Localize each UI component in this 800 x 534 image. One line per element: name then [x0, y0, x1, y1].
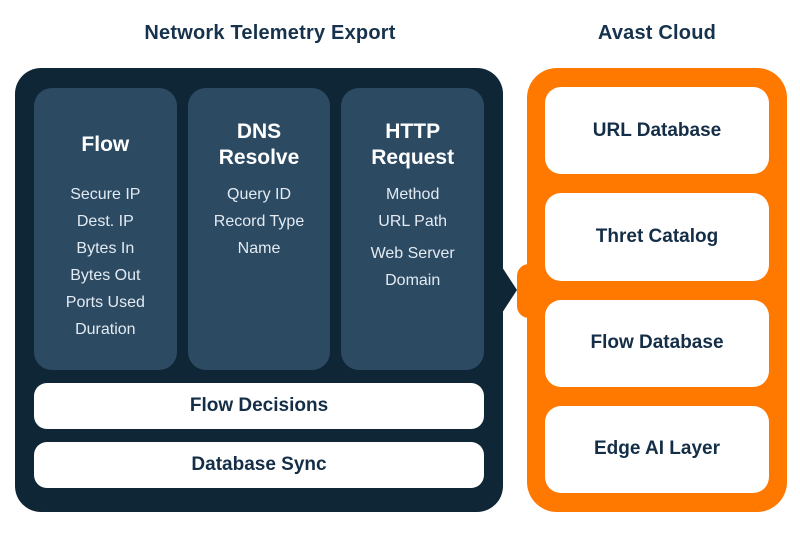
dns-resolve-column-title: DNS Resolve [218, 119, 300, 169]
telemetry-columns: Flow Secure IP Dest. IP Bytes In Bytes O… [34, 88, 485, 370]
list-item: Name [237, 240, 281, 257]
telemetry-export-title: Network Telemetry Export [144, 22, 396, 44]
list-item: Duration [75, 321, 136, 338]
http-request-column: HTTP Request Method URL Path Web Server … [341, 88, 485, 370]
thret-catalog-box: Thret Catalog [545, 193, 769, 281]
connector-notch-icon [517, 264, 529, 318]
http-request-column-title: HTTP Request [371, 119, 455, 169]
avast-cloud-title: Avast Cloud [597, 22, 717, 44]
list-item: Bytes Out [70, 267, 141, 284]
database-sync-bar: Database Sync [34, 442, 484, 488]
list-item: Record Type [213, 213, 305, 230]
http-request-column-items: Method URL Path Web Server Domain [350, 181, 475, 294]
list-item: Dest. IP [76, 213, 134, 230]
dns-resolve-column: DNS Resolve Query ID Record Type Name [187, 88, 331, 370]
flow-column-title: Flow [81, 132, 130, 156]
flow-column: Flow Secure IP Dest. IP Bytes In Bytes O… [34, 88, 177, 370]
list-item: Method [385, 186, 440, 203]
list-item: Ports Used [65, 294, 145, 311]
dns-resolve-column-items: Query ID Record Type Name [197, 181, 322, 262]
list-item: Secure IP [70, 186, 141, 203]
avast-cloud-panel: URL Database Thret Catalog Flow Database… [517, 68, 787, 512]
list-item: Query ID [227, 186, 292, 203]
connector-arrow-icon [502, 267, 517, 313]
flow-database-box: Flow Database [545, 299, 769, 387]
list-item: Bytes In [76, 240, 135, 257]
edge-ai-layer-box: Edge AI Layer [545, 405, 769, 493]
list-item: URL Path [378, 213, 448, 230]
list-item: Web Server Domain [370, 245, 455, 289]
flow-decisions-bar: Flow Decisions [34, 383, 484, 429]
url-database-box: URL Database [545, 87, 769, 175]
telemetry-panel: Flow Secure IP Dest. IP Bytes In Bytes O… [15, 68, 517, 512]
flow-column-items: Secure IP Dest. IP Bytes In Bytes Out Po… [43, 181, 168, 343]
